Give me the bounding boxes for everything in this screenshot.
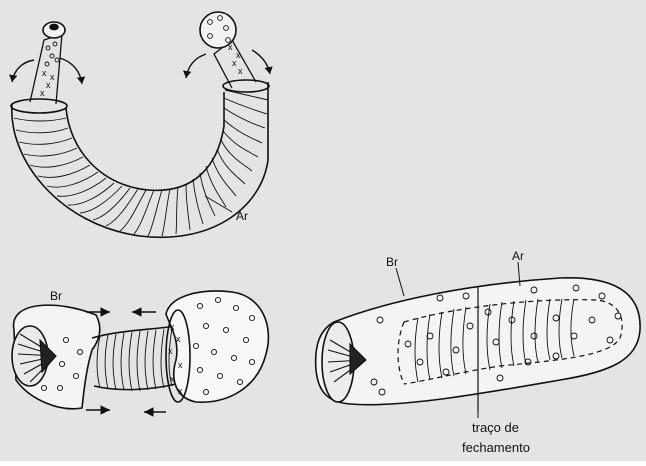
label-ar-top: Ar [236, 209, 248, 223]
svg-text:x: x [178, 386, 183, 396]
svg-text:x: x [236, 50, 241, 60]
label-closure-line2: fechamento [462, 440, 530, 455]
tube-striations [97, 328, 172, 391]
svg-text:x: x [42, 68, 47, 78]
leader-line [396, 268, 404, 296]
ring-right-end [223, 80, 269, 92]
svg-text:x: x [178, 360, 183, 370]
svg-text:x: x [228, 42, 233, 52]
closed-tube-opening [322, 322, 354, 402]
label-ar-right: Ar [512, 249, 524, 263]
label-br-right: Br [386, 255, 398, 269]
curved-arrow [12, 60, 34, 82]
svg-text:x: x [46, 80, 51, 90]
curved-arrow [60, 58, 82, 84]
svg-text:x: x [170, 322, 175, 332]
ring-outer-edge [12, 82, 268, 237]
label-closure-line1: traço de [472, 420, 519, 435]
svg-text:x: x [176, 334, 181, 344]
curved-arrow [252, 50, 270, 74]
svg-text:x: x [50, 72, 55, 82]
label-br-left: Br [50, 289, 62, 303]
svg-text:x: x [232, 58, 237, 68]
svg-text:x: x [170, 374, 175, 384]
svg-text:x: x [168, 346, 173, 356]
curved-arrow [186, 54, 206, 78]
svg-text:x: x [40, 88, 45, 98]
bottom-right-diagram [316, 262, 640, 418]
svg-text:x: x [238, 66, 243, 76]
ring-left-end [11, 99, 67, 113]
